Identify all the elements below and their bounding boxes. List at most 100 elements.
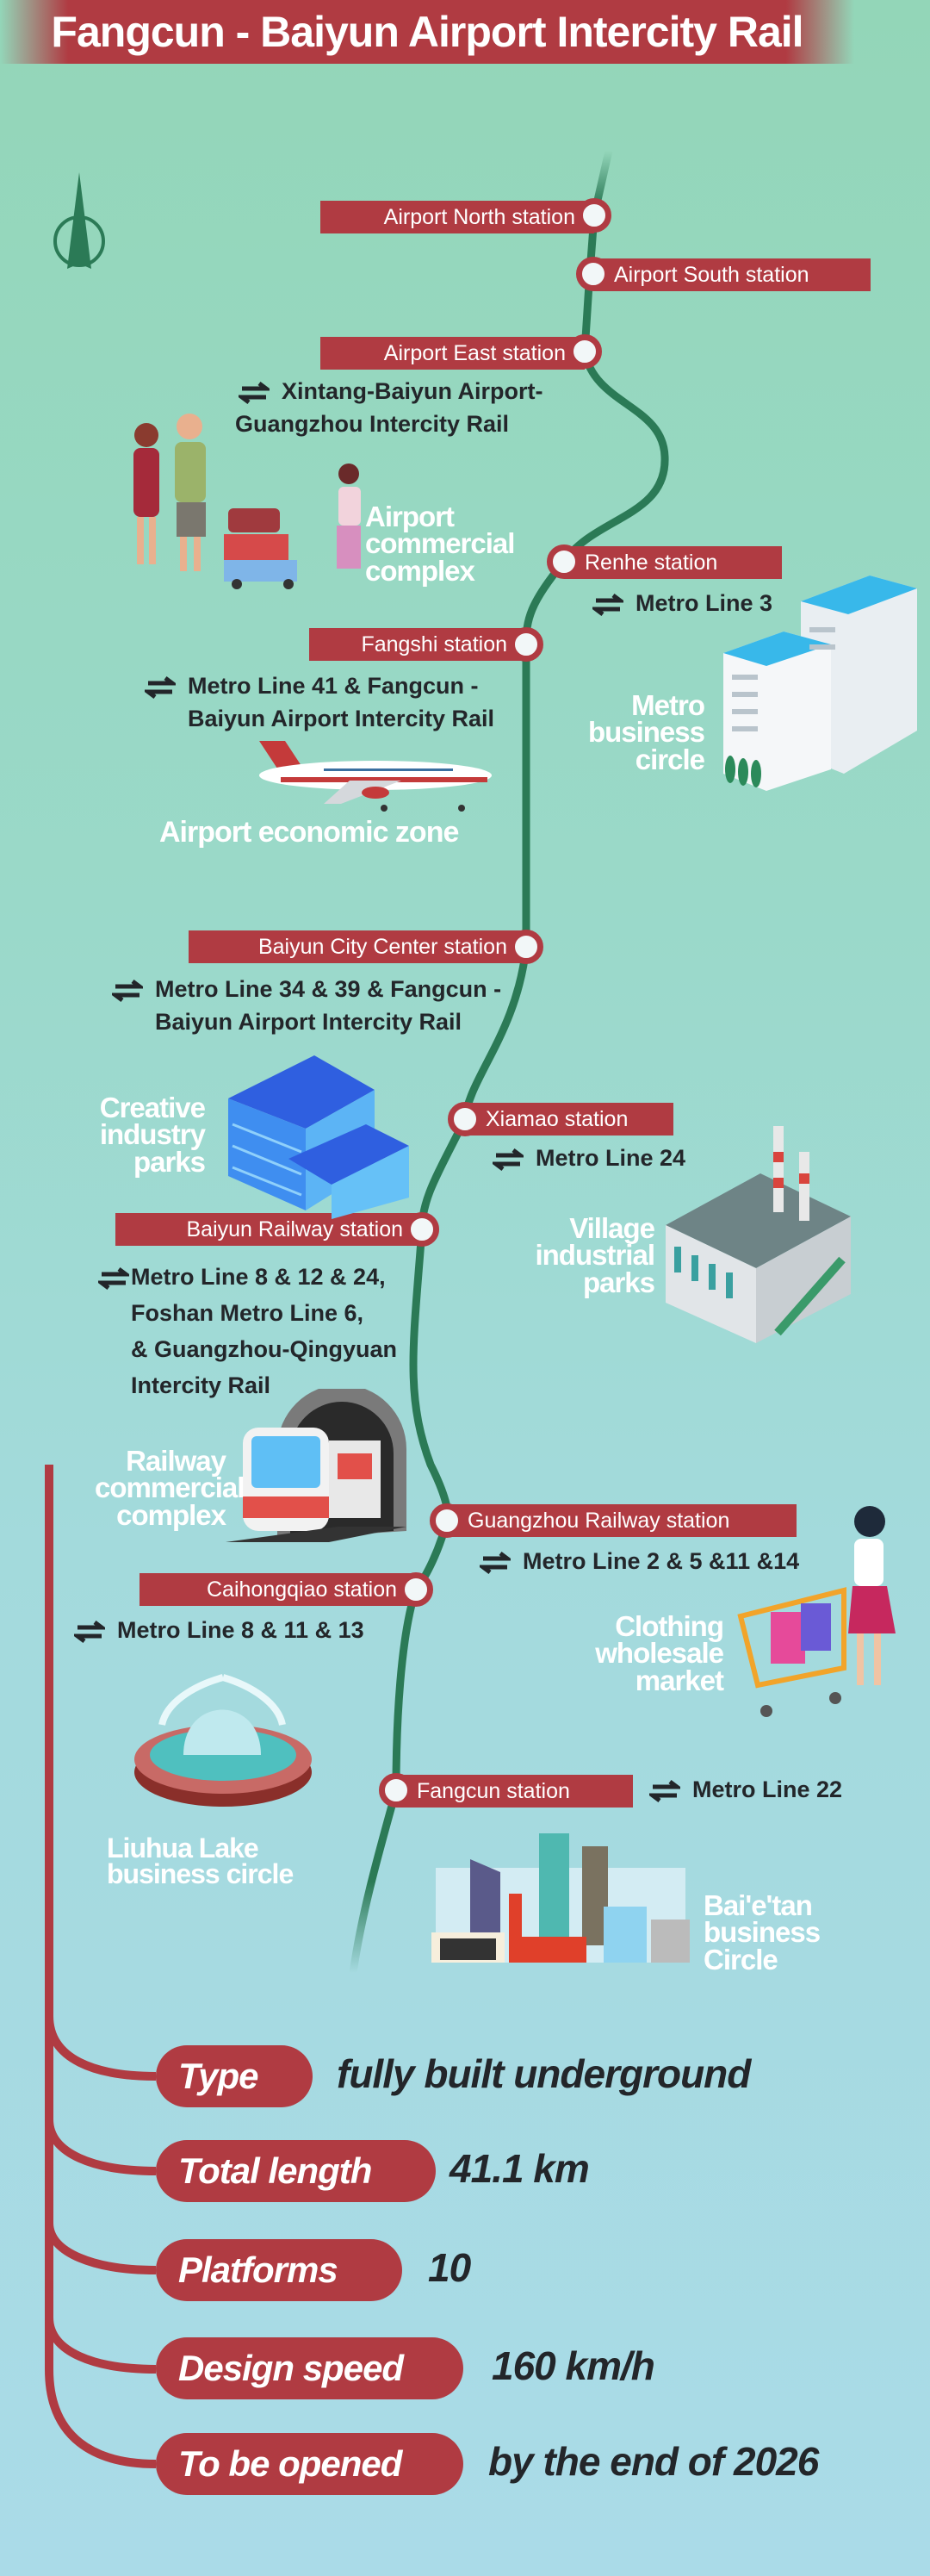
shopper-illustration [737, 1506, 896, 1717]
interchange-line: Metro Line 3 [636, 590, 773, 616]
landmark-label-line: Airport [365, 501, 455, 532]
interchange-line: Metro Line 41 & Fangcun - [188, 673, 479, 699]
landmark-label-line: parks [582, 1266, 655, 1298]
landmark-label-line: commercial [95, 1472, 245, 1504]
interchange-icon [589, 593, 627, 616]
landmark-label-line: business [587, 716, 705, 749]
interchange-icon [235, 381, 273, 404]
station-name: Xiamao station [486, 1106, 629, 1131]
spec-value-opening: by the end of 2026 [488, 2439, 819, 2484]
landmark-label-line: complex [365, 554, 475, 587]
station-name: Baiyun City Center station [257, 934, 507, 959]
spec-value-design-speed: 160 km/h [492, 2343, 655, 2388]
station-name: Airport South station [614, 262, 809, 287]
station-marker [509, 930, 543, 964]
spec-label-total-length: Total length [156, 2140, 436, 2202]
landmark-label-line: business [704, 1916, 821, 1949]
interchange-info: Metro Line 2 & 5 &11 &14 [476, 1546, 800, 1578]
interchange-line: Metro Line 34 & 39 & Fangcun - [155, 976, 502, 1002]
fountain-illustration [134, 1674, 312, 1807]
interchange-line: Guangzhou Intercity Rail [235, 410, 510, 437]
station-marker [430, 1503, 464, 1538]
station-label-airport-north: Airport North station [320, 201, 594, 233]
station-name: Baiyun Railway station [186, 1216, 403, 1241]
landmark-label-line: Bai'e'tan [704, 1889, 813, 1921]
station-label-fangcun: Fangcun station [396, 1775, 633, 1808]
interchange-line: Baiyun Airport Intercity Rail [155, 1008, 462, 1035]
page-title: Fangcun - Baiyun Airport Intercity Rail [0, 0, 854, 64]
station-name: Guangzhou Railway station [468, 1508, 730, 1533]
landmark-label-line: Metro [631, 689, 705, 721]
station-marker [567, 334, 602, 369]
landmark-label-line: complex [116, 1498, 226, 1531]
interchange-icon [108, 979, 146, 1002]
station-name: Caihongqiao station [207, 1577, 397, 1602]
interchange-info: Metro Line 34 & 39 & Fangcun - Baiyun Air… [108, 974, 502, 1039]
interchange-line: Metro Line 8 & 11 & 13 [117, 1617, 364, 1643]
interchange-line: & Guangzhou-Qingyuan [131, 1335, 397, 1362]
station-name: Fangcun station [417, 1778, 570, 1803]
train-tunnel-illustration [226, 1389, 406, 1542]
landmark-label-line: wholesale [595, 1637, 724, 1670]
spec-label-type: Type [156, 2045, 313, 2107]
station-label-fangshi: Fangshi station [309, 628, 526, 661]
station-label-airport-east: Airport East station [320, 337, 585, 370]
station-marker [576, 257, 611, 291]
interchange-icon [141, 675, 179, 699]
spec-label-design-speed: Design speed [156, 2337, 463, 2399]
interchange-line: Baiyun Airport Intercity Rail [188, 705, 495, 731]
travelers-illustration [133, 414, 361, 589]
station-marker [379, 1773, 413, 1808]
landmark-label-line: commercial [365, 527, 515, 560]
landmark-label-line: Circle [704, 1943, 778, 1976]
landmark-label-line: parks [133, 1145, 206, 1178]
spec-value-total-length: 41.1 km [450, 2146, 590, 2191]
interchange-info: Metro Line 8 & 11 & 13 [71, 1615, 364, 1647]
spec-value-type: fully built underground [337, 2051, 751, 2096]
spec-label-opening: To be opened [156, 2433, 463, 2495]
landmark-label-line: industrial [535, 1239, 655, 1272]
landmark-label-line: Clothing [615, 1610, 724, 1642]
station-name: Renhe station [585, 550, 718, 575]
station-name: Fangshi station [361, 632, 507, 656]
interchange-line: Foshan Metro Line 6, [131, 1299, 364, 1326]
factory-illustration [666, 1126, 851, 1343]
station-label-xiamao: Xiamao station [465, 1103, 673, 1136]
interchange-info: Metro Line 3 [589, 588, 773, 620]
landmark-label-line: Creative [99, 1092, 206, 1123]
landmark-label-line: industry [99, 1118, 206, 1151]
station-marker [448, 1102, 482, 1136]
spec-value-platforms: 10 [428, 2245, 471, 2290]
interchange-line: Intercity Rail [131, 1372, 271, 1398]
landmark-label-line: Railway [126, 1445, 226, 1477]
station-label-caihongqiao: Caihongqiao station [140, 1573, 416, 1606]
spec-label-platforms: Platforms [156, 2239, 402, 2301]
north-arrow-icon [53, 172, 105, 269]
city-skyline-illustration [431, 1833, 690, 1963]
airplane-illustration [259, 741, 492, 812]
office-buildings-illustration [723, 576, 917, 791]
interchange-icon [71, 1620, 108, 1643]
station-marker [577, 198, 611, 233]
station-marker [405, 1212, 439, 1247]
interchange-line: Metro Line 22 [692, 1776, 843, 1802]
landmark-label-line: Liuhua Lake [107, 1832, 259, 1864]
station-label-renhe: Renhe station [564, 546, 782, 579]
interchange-line: Metro Line 8 & 12 & 24, [131, 1264, 386, 1290]
station-label-guangzhou-railway: Guangzhou Railway station [447, 1504, 797, 1537]
interchange-line: Xintang-Baiyun Airport- [282, 378, 543, 404]
interchange-icon [476, 1551, 514, 1574]
landmark-label-line: Village [569, 1212, 655, 1244]
interchange-info: Metro Line 8 & 12 & 24, Foshan Metro Line… [95, 1260, 397, 1403]
station-label-baiyun-railway: Baiyun Railway station [115, 1213, 422, 1246]
interchange-info: Xintang-Baiyun Airport- Guangzhou Interci… [235, 376, 543, 441]
interchange-line: Metro Line 2 & 5 &11 &14 [523, 1548, 800, 1574]
